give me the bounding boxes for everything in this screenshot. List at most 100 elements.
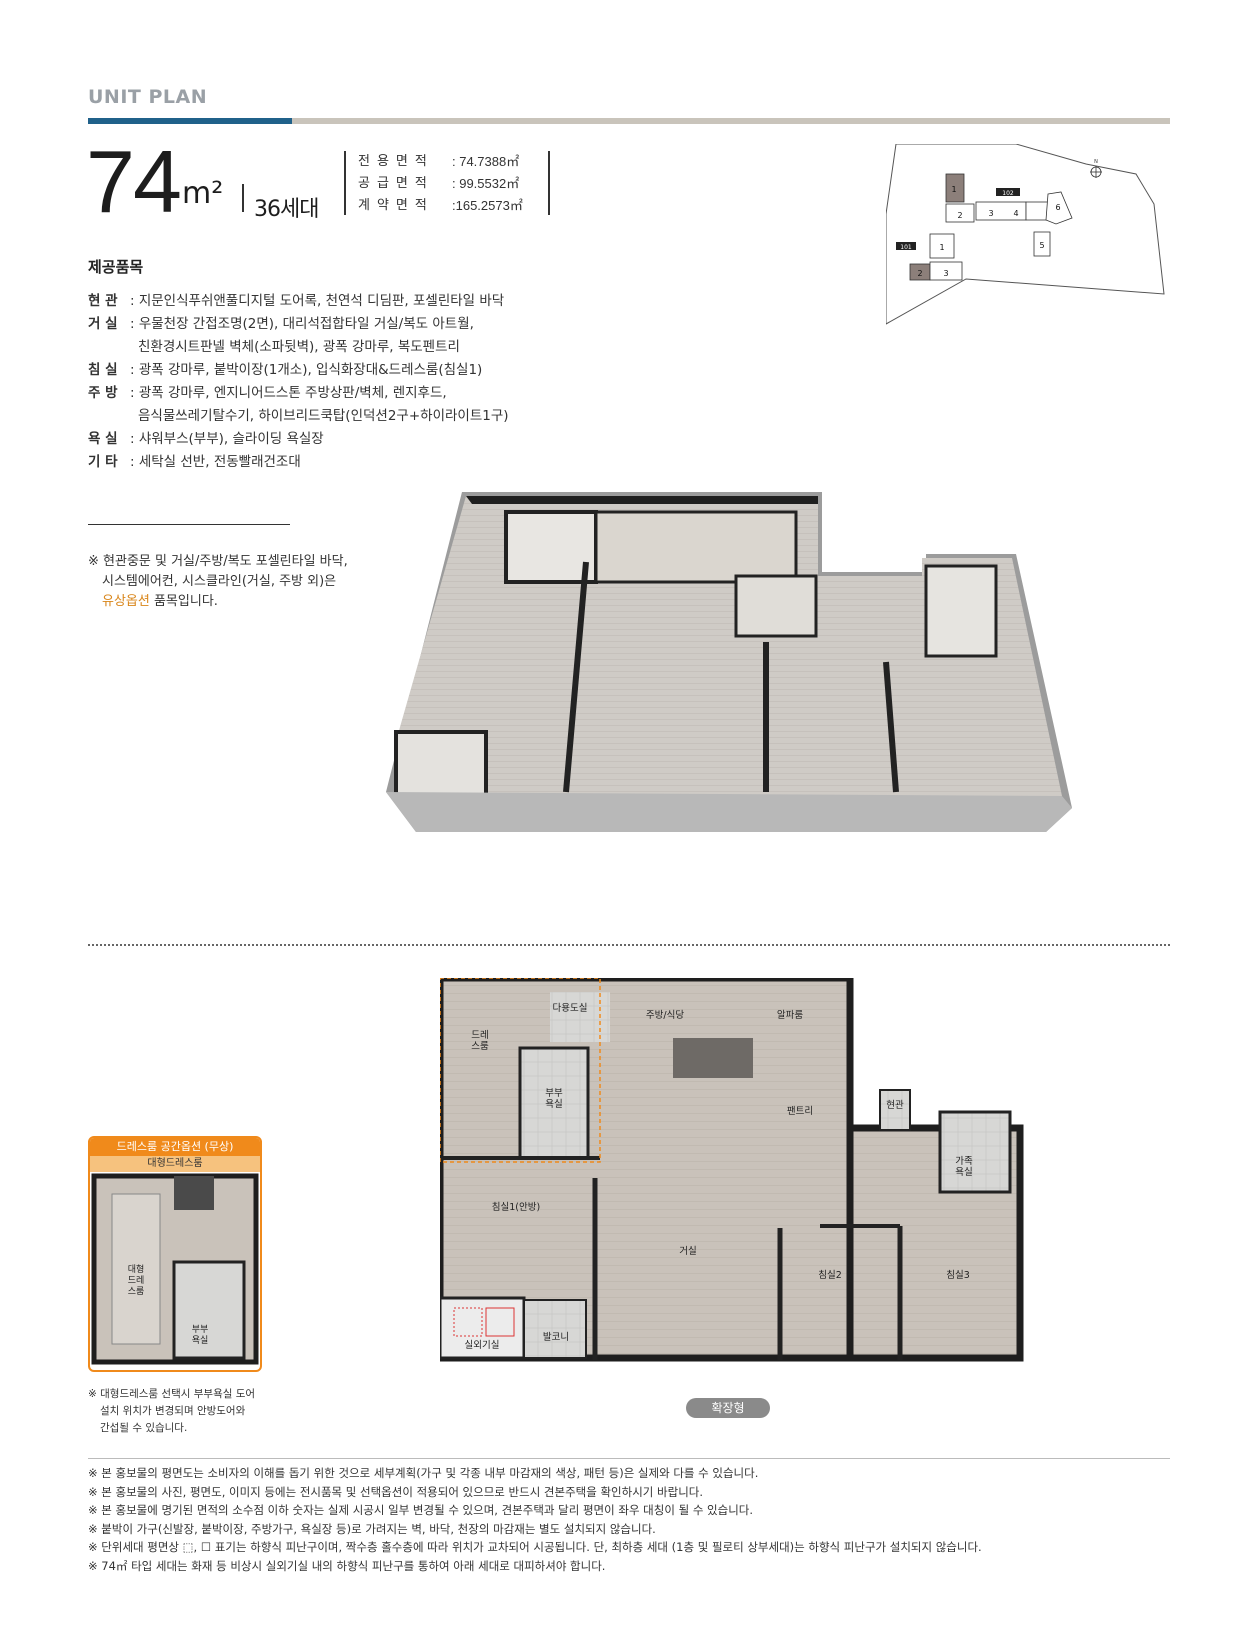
item-label <box>88 405 130 428</box>
item-text: : 광폭 강마루, 붙박이장(1개소), 입식화장대&드레스룸(침실1) <box>130 362 483 378</box>
room-entrance: 현관 <box>886 1100 904 1111</box>
item-label: 침 실 <box>88 362 118 378</box>
area-row-exclusive: 전용면적 : 74.7388㎡ <box>358 151 548 173</box>
item-living: 거 실 : 우물천장 간접조명(2면), 대리석접합타일 거실/복도 아트월, <box>88 313 568 336</box>
footer-divider <box>88 1458 1170 1459</box>
label-102: 102 <box>1002 190 1014 197</box>
item-living-cont: 친환경시트판넬 벽체(소파뒷벽), 광폭 강마루, 복도펜트리 <box>88 336 568 359</box>
note-line: 간섭될 수 있습니다. <box>100 1422 188 1434</box>
unit-size-unit: m² <box>182 176 224 211</box>
building-102: 102 1 2 3 4 5 6 <box>945 173 1073 257</box>
note-line: 설치 위치가 변경되며 안방도어와 <box>100 1405 246 1417</box>
footnotes: ※ 본 홍보물의 평면도는 소비자의 이해를 돕기 위한 것으로 세부계획(가구… <box>88 1464 1170 1576</box>
item-bedroom: 침 실 : 광폭 강마루, 붙박이장(1개소), 입식화장대&드레스룸(침실1) <box>88 359 568 382</box>
svg-text:5: 5 <box>1039 241 1044 250</box>
area-label: 공급면적 <box>358 176 434 191</box>
area-label: 계약면적 <box>358 198 434 213</box>
unit-3d-render <box>386 492 1072 832</box>
note-line: 유상옵션 품목입니다. <box>88 592 388 612</box>
item-text: : 우물천장 간접조명(2면), 대리석접합타일 거실/복도 아트월, <box>130 316 474 332</box>
room-living: 거실 <box>679 1246 696 1257</box>
header-rule-accent <box>88 118 292 124</box>
footnote: ※ 본 홍보물의 평면도는 소비자의 이해를 돕기 위한 것으로 세부계획(가구… <box>88 1466 759 1480</box>
item-label: 주 방 <box>88 385 118 401</box>
site-boundary <box>886 144 1165 325</box>
item-text: 친환경시트판넬 벽체(소파뒷벽), 광폭 강마루, 복도펜트리 <box>138 339 460 355</box>
svg-text:N: N <box>1094 159 1098 165</box>
item-text: : 광폭 강마루, 엔지니어드스톤 주방상판/벽체, 렌지후드, <box>130 385 447 401</box>
room-alpha: 알파룸 <box>777 1010 803 1021</box>
item-text: : 세탁실 선반, 전동빨래건조대 <box>130 454 301 470</box>
items-list: 현 관: 지문인식푸쉬앤풀디지털 도어록, 천연석 디딤판, 포셀린타일 바닥 … <box>88 290 568 474</box>
note-line: ※ 현관중문 및 거실/주방/복도 포셀린타일 바닥, <box>88 554 348 569</box>
footnote: ※ 단위세대 평면상 ⬚, ☐ 표기는 하향식 피난구이며, 짝수층 홀수층에 … <box>88 1540 982 1555</box>
svg-text:2: 2 <box>917 269 922 278</box>
option-area-outline <box>440 978 601 1163</box>
item-label: 현 관 <box>88 293 118 309</box>
note-suffix: 품목입니다. <box>149 594 218 609</box>
header-rule <box>88 118 1170 124</box>
building-101: 101 2 3 1 <box>896 233 963 281</box>
section-divider <box>88 944 1170 946</box>
item-label <box>88 336 130 359</box>
item-kitchen: 주 방 : 광폭 강마루, 엔지니어드스톤 주방상판/벽체, 렌지후드, <box>88 382 568 405</box>
svg-text:1: 1 <box>939 243 944 252</box>
option-subtitle: 대형드레스룸 <box>90 1156 260 1172</box>
footnote: ※ 74㎡ 타입 세대는 화재 등 비상시 실외기실 내의 하향식 피난구를 통… <box>88 1558 606 1573</box>
unit-highlight <box>945 173 965 203</box>
north-arrow-icon: N <box>1090 159 1102 178</box>
room-bedroom3: 침실3 <box>946 1270 970 1281</box>
items-title: 제공품목 <box>88 258 144 276</box>
area-value: : 99.5532㎡ <box>452 176 520 191</box>
svg-text:1: 1 <box>951 185 956 194</box>
area-table: 전용면적 : 74.7388㎡ 공급면적 : 99.5532㎡ 계약면적 :16… <box>344 151 550 215</box>
footnote: ※ 본 홍보물에 명기된 면적의 소수점 이하 숫자는 실제 시공시 일부 변경… <box>88 1503 754 1518</box>
svg-text:2: 2 <box>957 211 962 220</box>
site-key-map: 102 1 2 3 4 5 6 101 2 3 1 N <box>886 144 1165 325</box>
room-balcony: 발코니 <box>543 1332 569 1343</box>
page-header-title: UNIT PLAN <box>88 86 208 108</box>
room-bedroom2: 침실2 <box>818 1270 842 1281</box>
item-label: 기 타 <box>88 454 118 470</box>
room-pantry: 팬트리 <box>787 1106 813 1117</box>
room-kitchen: 주방/식당 <box>646 1010 684 1021</box>
divider <box>242 184 244 212</box>
item-etc: 기 타 : 세탁실 선반, 전동빨래건조대 <box>88 451 568 474</box>
label-101: 101 <box>900 244 912 251</box>
item-label: 거 실 <box>88 316 118 332</box>
plan-type-badge: 확장형 <box>686 1398 770 1418</box>
option-note: ※ 현관중문 및 거실/주방/복도 포셀린타일 바닥, 시스템에어컨, 시스클라… <box>88 552 388 612</box>
svg-text:3: 3 <box>943 269 948 278</box>
item-label: 욕 실 <box>88 431 118 447</box>
option-note-2: ※ 대형드레스룸 선택시 부부욕실 도어 설치 위치가 변경되며 안방도어와 간… <box>88 1386 258 1437</box>
footnote: ※ 붙박이 가구(신발장, 붙박이장, 주방가구, 욕실장 등)로 가려지는 벽… <box>88 1521 656 1536</box>
item-text: : 샤워부스(부부), 슬라이딩 욕실장 <box>130 431 324 447</box>
svg-text:4: 4 <box>1013 209 1018 218</box>
item-entrance: 현 관 : 지문인식푸쉬앤풀디지털 도어록, 천연석 디딤판, 포셀린타일 바닥 <box>88 290 568 313</box>
note-line: 시스템에어컨, 시스클라인(거실, 주방 외)은 <box>102 574 337 589</box>
households-count: 36세대 <box>254 197 319 222</box>
item-bath: 욕 실 : 샤워부스(부부), 슬라이딩 욕실장 <box>88 428 568 451</box>
note-line: ※ 대형드레스룸 선택시 부부욕실 도어 <box>88 1388 256 1400</box>
footnote: ※ 본 홍보물의 사진, 평면도, 이미지 등에는 전시품목 및 선택옵션이 적… <box>88 1484 704 1499</box>
area-row-supply: 공급면적 : 99.5532㎡ <box>358 173 548 195</box>
item-text: : 지문인식푸쉬앤풀디지털 도어록, 천연석 디딤판, 포셀린타일 바닥 <box>130 293 505 309</box>
area-row-contract: 계약면적 :165.2573㎡ <box>358 195 548 217</box>
items-divider <box>88 524 290 525</box>
room-outdoor-unit: 실외기실 <box>465 1339 500 1351</box>
unit-size-number: 74 <box>86 132 182 231</box>
area-label: 전용면적 <box>358 154 434 169</box>
option-title: 드레스룸 공간옵션 (무상) <box>90 1138 260 1156</box>
area-value: :165.2573㎡ <box>452 198 523 213</box>
area-value: : 74.7388㎡ <box>452 154 520 169</box>
item-text: 음식물쓰레기탈수기, 하이브리드쿡탑(인덕션2구+하이라이트1구) <box>138 408 509 424</box>
room-utility: 다용도실 <box>553 1003 588 1014</box>
item-kitchen-cont: 음식물쓰레기탈수기, 하이브리드쿡탑(인덕션2구+하이라이트1구) <box>88 405 568 428</box>
